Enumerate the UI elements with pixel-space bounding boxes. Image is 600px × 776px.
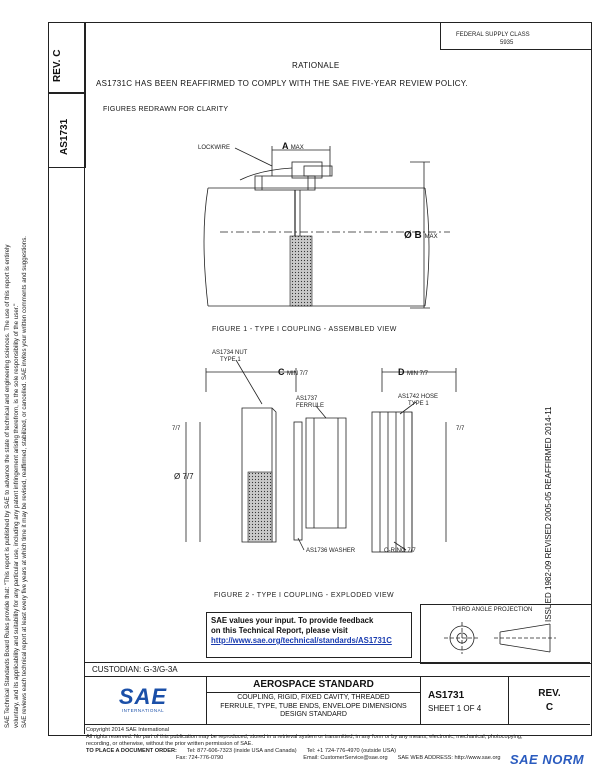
title-block-divider-3 bbox=[508, 676, 509, 724]
dim-right-label: 7/7 bbox=[456, 426, 465, 432]
dim-a-label: A MAX bbox=[282, 141, 304, 151]
footer-tel: Tel: 877-606-7323 (inside USA and Canada… bbox=[186, 748, 297, 754]
side-notice-line-3: SAE reviews each technical report at lea… bbox=[21, 235, 28, 728]
nut-callout: AS1734 NUT TYPE 1 bbox=[212, 350, 248, 363]
oring-callout: O-RING 7/7 bbox=[384, 548, 416, 554]
dim-b-label: Ø B MAX bbox=[404, 230, 438, 241]
projection-box bbox=[420, 604, 592, 664]
title-block-bottom bbox=[84, 724, 590, 725]
dim-phi-label: Ø 7/7 bbox=[174, 472, 194, 481]
projection-symbol-icon bbox=[444, 622, 556, 654]
sheet-number: SHEET 1 OF 4 bbox=[428, 704, 482, 713]
figure-1-drawing bbox=[203, 146, 450, 309]
feedback-box: SAE values your input. To provide feedba… bbox=[206, 612, 412, 658]
doc-number-side: AS1731 bbox=[59, 118, 70, 155]
standard-type: AEROSPACE STANDARD bbox=[253, 679, 374, 690]
figure-2-caption: FIGURE 2 - TYPE I COUPLING - EXPLODED VI… bbox=[214, 592, 395, 599]
footer-rights: All rights reserved. No part of this pub… bbox=[86, 734, 523, 740]
rev-box-label: REV. C bbox=[52, 49, 63, 82]
supply-class-line-2: 5935 bbox=[500, 40, 514, 46]
doc-number-side-box bbox=[48, 92, 86, 168]
footer-rights-2: recording, or otherwise, without the pri… bbox=[86, 741, 253, 747]
watermark-logo: SAE NORM bbox=[510, 752, 585, 767]
dim-b-suffix: MAX bbox=[424, 234, 438, 240]
footer-email: Email: CustomerService@sae.org bbox=[303, 755, 388, 761]
figures-redrawn-note: FIGURES REDRAWN FOR CLARITY bbox=[103, 106, 229, 113]
dim-c-label: C MIN 7/7 bbox=[278, 367, 309, 377]
sae-logo-subtext: INTERNATIONAL bbox=[121, 707, 165, 713]
figure-2-drawing bbox=[185, 359, 457, 553]
dim-c-suffix: MIN 7/7 bbox=[287, 371, 309, 377]
title-block-divider-2 bbox=[420, 676, 421, 724]
rev-box bbox=[48, 22, 86, 94]
footer: Copyright 2014 SAE International All rig… bbox=[86, 727, 586, 762]
title-divider bbox=[206, 692, 420, 693]
title-line-2: FERRULE, TYPE, TUBE ENDS, ENVELOPE DIMEN… bbox=[220, 702, 407, 710]
feedback-line-1: SAE values your input. To provide feedba… bbox=[211, 616, 374, 625]
feedback-line-2: on this Technical Report, please visit bbox=[211, 626, 348, 635]
feedback-link[interactable]: http://www.sae.org/technical/standards/A… bbox=[211, 636, 392, 645]
dim-a-suffix: MAX bbox=[290, 145, 304, 151]
nut-callout-type: TYPE 1 bbox=[220, 357, 241, 363]
custodian-divider-bottom bbox=[84, 676, 590, 677]
title-line-1: COUPLING, RIGID, FIXED CAVITY, THREADED bbox=[237, 694, 390, 701]
footer-tel-2: Tel: +1 724-776-4970 (outside USA) bbox=[306, 748, 397, 754]
hose-callout-type: TYPE 1 bbox=[408, 401, 429, 407]
dim-d-label: D MIN 7/7 bbox=[398, 367, 429, 377]
side-notice-line-2: voluntary, and its applicability and sui… bbox=[12, 303, 20, 728]
sae-logo-text: SAE bbox=[118, 683, 168, 709]
rev-value: C bbox=[545, 702, 554, 713]
projection-label: THIRD ANGLE PROJECTION bbox=[452, 607, 533, 613]
figure-1-caption: FIGURE 1 - TYPE I COUPLING - ASSEMBLED V… bbox=[212, 326, 397, 333]
side-notice: SAE Technical Standards Board Rules prov… bbox=[4, 168, 30, 728]
side-notice-line-1: SAE Technical Standards Board Rules prov… bbox=[4, 244, 11, 729]
page-border bbox=[48, 22, 592, 736]
supply-class-line-1: FEDERAL SUPPLY CLASS bbox=[456, 32, 530, 38]
custodian: CUSTODIAN: G-3/G-3A bbox=[92, 665, 178, 674]
document-title: COUPLING, RIGID, FIXED CAVITY, THREADED … bbox=[207, 694, 420, 720]
rev-box-value: C bbox=[52, 49, 63, 57]
footer-order-label: TO PLACE A DOCUMENT ORDER: bbox=[86, 748, 177, 754]
footer-fax: Fax: 724-776-0790 bbox=[176, 755, 224, 761]
title-line-3: DESIGN STANDARD bbox=[280, 711, 347, 718]
washer-callout: AS1736 WASHER bbox=[306, 548, 356, 554]
supply-class-stamp bbox=[440, 22, 592, 50]
rationale-text: AS1731C HAS BEEN REAFFIRMED TO COMPLY WI… bbox=[96, 79, 468, 88]
sae-logo: SAE INTERNATIONAL bbox=[118, 682, 168, 716]
ferrule-callout: AS1737 FERRULE bbox=[296, 396, 325, 409]
rationale-heading: RATIONALE bbox=[292, 61, 340, 70]
footer-copyright: Copyright 2014 SAE International bbox=[86, 727, 170, 733]
rev-label: REV. bbox=[538, 688, 561, 699]
dim-d-suffix: MIN 7/7 bbox=[407, 371, 429, 377]
dim-left-label: 7/7 bbox=[172, 426, 181, 432]
doc-number: AS1731 bbox=[428, 690, 465, 701]
left-column-divider bbox=[84, 22, 85, 734]
footer-web: SAE WEB ADDRESS: http://www.sae.org bbox=[397, 755, 501, 761]
custodian-divider-top bbox=[84, 662, 590, 663]
lockwire-callout: LOCKWIRE bbox=[198, 145, 231, 151]
ferrule-callout-label: FERRULE bbox=[296, 403, 325, 409]
title-block-divider-1 bbox=[206, 676, 207, 724]
hose-callout: AS1742 HOSE TYPE 1 bbox=[398, 394, 439, 407]
issue-dates: ISSUED 1982-09 REVISED 2005-05 REAFFIRME… bbox=[544, 406, 553, 622]
